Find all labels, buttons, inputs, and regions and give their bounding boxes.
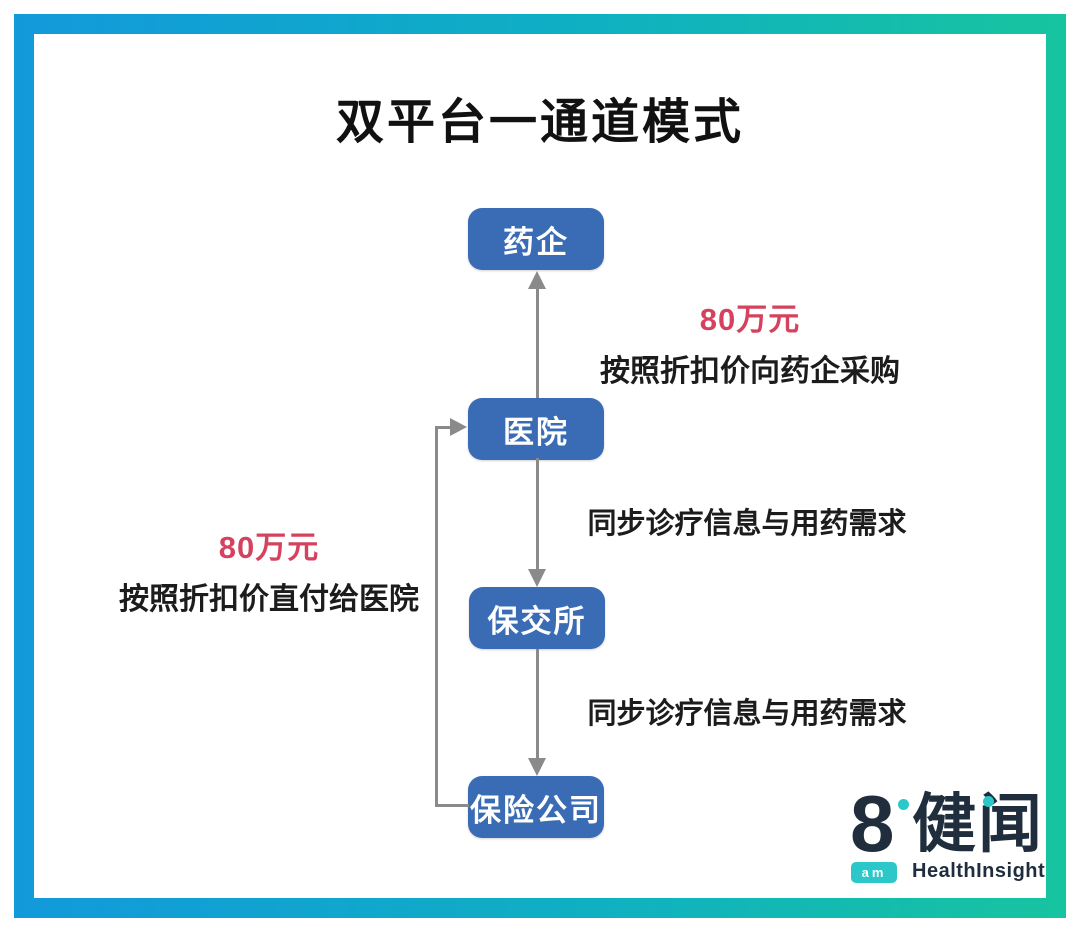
- frame-inner-area: [34, 34, 1046, 898]
- arrowhead-down-icon: [528, 758, 546, 776]
- node-insurer-label: 保险公司: [470, 792, 602, 828]
- arrow-line: [536, 649, 539, 759]
- logo-name-cjk: 健闻: [912, 788, 1044, 860]
- arrow-line: [435, 426, 452, 429]
- brand-logo: 8 am 健闻 HealthInsight: [850, 784, 1050, 892]
- logo-numeral-8: 8: [850, 779, 895, 868]
- gradient-frame-border: [14, 14, 1066, 918]
- logo-dot-icon: [898, 799, 909, 810]
- logo-wordmark: HealthInsight: [912, 860, 1046, 882]
- node-exchange-label: 保交所: [487, 603, 587, 639]
- edge-label-sync-2: 同步诊疗信息与用药需求: [587, 698, 907, 730]
- edge-label-purchase: 80万元 按照折扣价向药企采购: [582, 294, 918, 390]
- purchase-desc: 按照折扣价向药企采购: [600, 355, 900, 388]
- payment-desc: 按照折扣价直付给医院: [119, 583, 419, 616]
- node-exchange: 保交所: [469, 587, 605, 649]
- page-title: 双平台一通道模式: [335, 96, 744, 149]
- logo-dot-icon: [983, 796, 994, 807]
- node-insurer: 保险公司: [468, 776, 604, 838]
- node-hospital-label: 医院: [503, 414, 569, 450]
- arrow-line: [536, 458, 539, 570]
- arrow-line: [435, 804, 469, 807]
- logo-am-badge: am: [851, 862, 897, 883]
- arrowhead-up-icon: [528, 271, 546, 289]
- edge-label-payment: 80万元 按照折扣价直付给医院: [108, 522, 430, 618]
- node-pharma-label: 药企: [503, 224, 569, 260]
- arrow-line: [435, 427, 438, 807]
- payment-amount: 80万元: [218, 530, 320, 565]
- arrowhead-right-icon: [450, 418, 467, 436]
- arrowhead-down-icon: [528, 569, 546, 587]
- node-pharma: 药企: [468, 208, 604, 270]
- arrow-line: [536, 288, 539, 398]
- edge-label-sync-1: 同步诊疗信息与用药需求: [587, 508, 907, 540]
- purchase-amount: 80万元: [699, 302, 801, 337]
- node-hospital: 医院: [468, 398, 604, 460]
